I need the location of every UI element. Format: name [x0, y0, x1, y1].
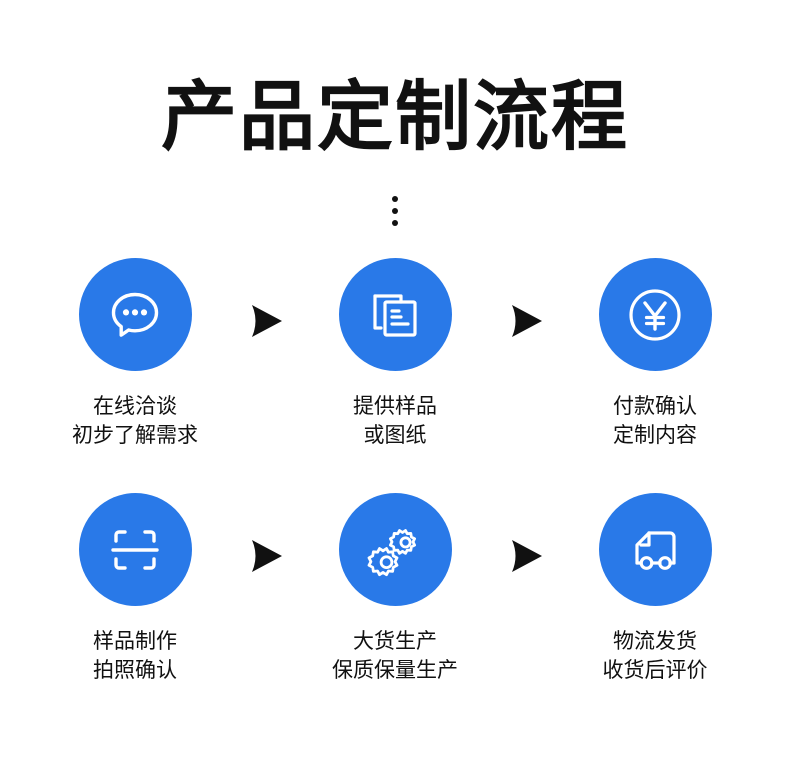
step-label-line2: 保质保量生产 — [332, 658, 458, 682]
delivery-truck-icon — [623, 518, 687, 582]
flow-arrow-1 — [231, 258, 299, 388]
gears-icon — [363, 518, 427, 582]
step-label-line2: 拍照确认 — [93, 658, 177, 682]
step-label-line1: 提供样品 — [353, 394, 437, 418]
step-label-line1: 样品制作 — [93, 629, 177, 653]
flow-arrow-2 — [491, 258, 559, 388]
step-icon-badge-1 — [78, 258, 192, 371]
step-label-line2: 定制内容 — [613, 423, 697, 447]
arrow-right-icon — [242, 533, 288, 583]
ornament-dot — [392, 196, 398, 202]
step-label-line2: 初步了解需求 — [72, 423, 198, 447]
steps-grid: 在线洽谈 初步了解需求 — [0, 258, 790, 728]
step-label-5: 大货生产 保质保量生产 — [332, 627, 458, 685]
step-item-2[interactable]: 提供样品 或图纸 — [299, 258, 491, 450]
step-label-line1: 付款确认 — [613, 394, 697, 418]
ornament-dot — [392, 220, 398, 226]
step-item-6[interactable]: 物流发货 收货后评价 — [559, 493, 751, 685]
step-item-4[interactable]: 样品制作 拍照确认 — [39, 493, 231, 685]
flow-arrow-3 — [231, 493, 299, 623]
step-icon-badge-4 — [78, 493, 192, 606]
step-row-2: 样品制作 拍照确认 — [0, 493, 790, 728]
chat-bubble-dots-icon — [101, 281, 169, 349]
flow-arrow-4 — [491, 493, 559, 623]
step-label-line1: 在线洽谈 — [93, 394, 177, 418]
step-label-2: 提供样品 或图纸 — [353, 392, 437, 450]
step-icon-badge-3 — [598, 258, 712, 371]
step-icon-badge-2 — [338, 258, 452, 371]
step-label-4: 样品制作 拍照确认 — [93, 627, 177, 685]
step-item-1[interactable]: 在线洽谈 初步了解需求 — [39, 258, 231, 450]
title-block: 产品定制流程 — [0, 72, 790, 162]
step-label-line2: 或图纸 — [363, 423, 427, 447]
documents-stack-icon — [363, 283, 427, 347]
three-dots-ornament — [392, 196, 398, 226]
yuan-currency-circle-icon — [622, 282, 688, 348]
step-label-3: 付款确认 定制内容 — [613, 392, 697, 450]
step-label-line1: 大货生产 — [353, 629, 437, 653]
ornament-dot — [392, 208, 398, 214]
step-label-line1: 物流发货 — [613, 629, 697, 653]
arrow-right-icon — [502, 298, 548, 348]
page-title: 产品定制流程 — [161, 72, 629, 161]
step-row-1: 在线洽谈 初步了解需求 — [0, 258, 790, 493]
step-item-3[interactable]: 付款确认 定制内容 — [559, 258, 751, 450]
step-item-5[interactable]: 大货生产 保质保量生产 — [299, 493, 491, 685]
step-icon-badge-5 — [338, 493, 452, 606]
step-label-6: 物流发货 收货后评价 — [603, 627, 708, 685]
scan-frame-icon — [103, 518, 167, 582]
step-label-1: 在线洽谈 初步了解需求 — [72, 392, 198, 450]
step-icon-badge-6 — [598, 493, 712, 606]
step-label-line2: 收货后评价 — [602, 658, 708, 682]
arrow-right-icon — [242, 298, 288, 348]
arrow-right-icon — [502, 533, 548, 583]
